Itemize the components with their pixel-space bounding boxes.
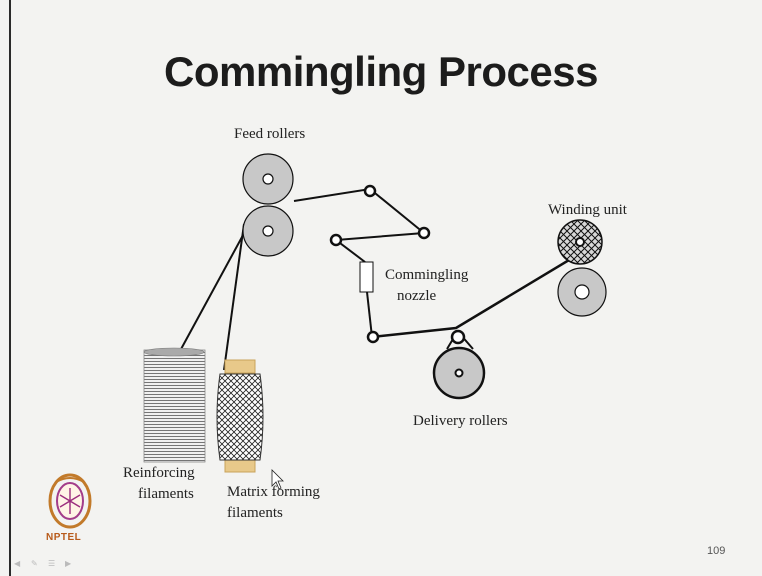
- cursor-icon: [271, 469, 284, 490]
- reinforcing-bobbin: [143, 347, 206, 463]
- commingling-nozzle-label-line2: nozzle: [397, 288, 437, 304]
- next-arrow-icon[interactable]: ▶: [65, 559, 72, 568]
- delivery-roller-small: [450, 329, 466, 345]
- reinforcing-label-line1: Reinforcing: [123, 465, 195, 481]
- yarn-paths: [173, 187, 580, 371]
- delivery-rollers: [432, 329, 486, 400]
- reinforcing-label-line2: filaments: [138, 486, 194, 502]
- guide-pulley-1: [363, 184, 377, 198]
- reinforcing-filaments-label: Reinforcing filaments: [123, 463, 195, 505]
- guide-pulley-4: [366, 330, 380, 344]
- feed-rollers-label: Feed rollers: [234, 126, 306, 142]
- nptel-logo-text: NPTEL: [46, 532, 82, 543]
- guide-pulley-2: [417, 226, 431, 240]
- matrix-forming-filaments-label: Matrix forming filaments: [227, 482, 320, 524]
- page-number: 109: [707, 545, 726, 557]
- matrix-label-line2: filaments: [227, 505, 283, 521]
- guide-pulley-3: [329, 233, 343, 247]
- delivery-rollers-label: Delivery rollers: [413, 413, 508, 429]
- commingling-nozzle-label: Commingling nozzle: [385, 265, 468, 307]
- commingling-nozzle: [359, 261, 374, 293]
- slide-toolbar: ◀ ✎ ☰ ▶: [14, 560, 74, 568]
- commingling-nozzle-label-line1: Commingling: [385, 267, 469, 283]
- pen-icon[interactable]: ✎: [31, 559, 38, 568]
- winding-unit-label: Winding unit: [548, 202, 627, 218]
- matrix-bobbin: [216, 359, 264, 473]
- menu-icon[interactable]: ☰: [48, 559, 56, 568]
- prev-arrow-icon[interactable]: ◀: [14, 559, 21, 568]
- nptel-emblem-icon: [48, 473, 92, 529]
- slide-title: Commingling Process: [164, 48, 598, 95]
- left-border: [9, 0, 11, 576]
- feed-rollers: [242, 153, 294, 257]
- winding-unit: [557, 219, 607, 317]
- matrix-label-line1: Matrix forming: [227, 484, 320, 500]
- guide-pulleys: [329, 184, 431, 344]
